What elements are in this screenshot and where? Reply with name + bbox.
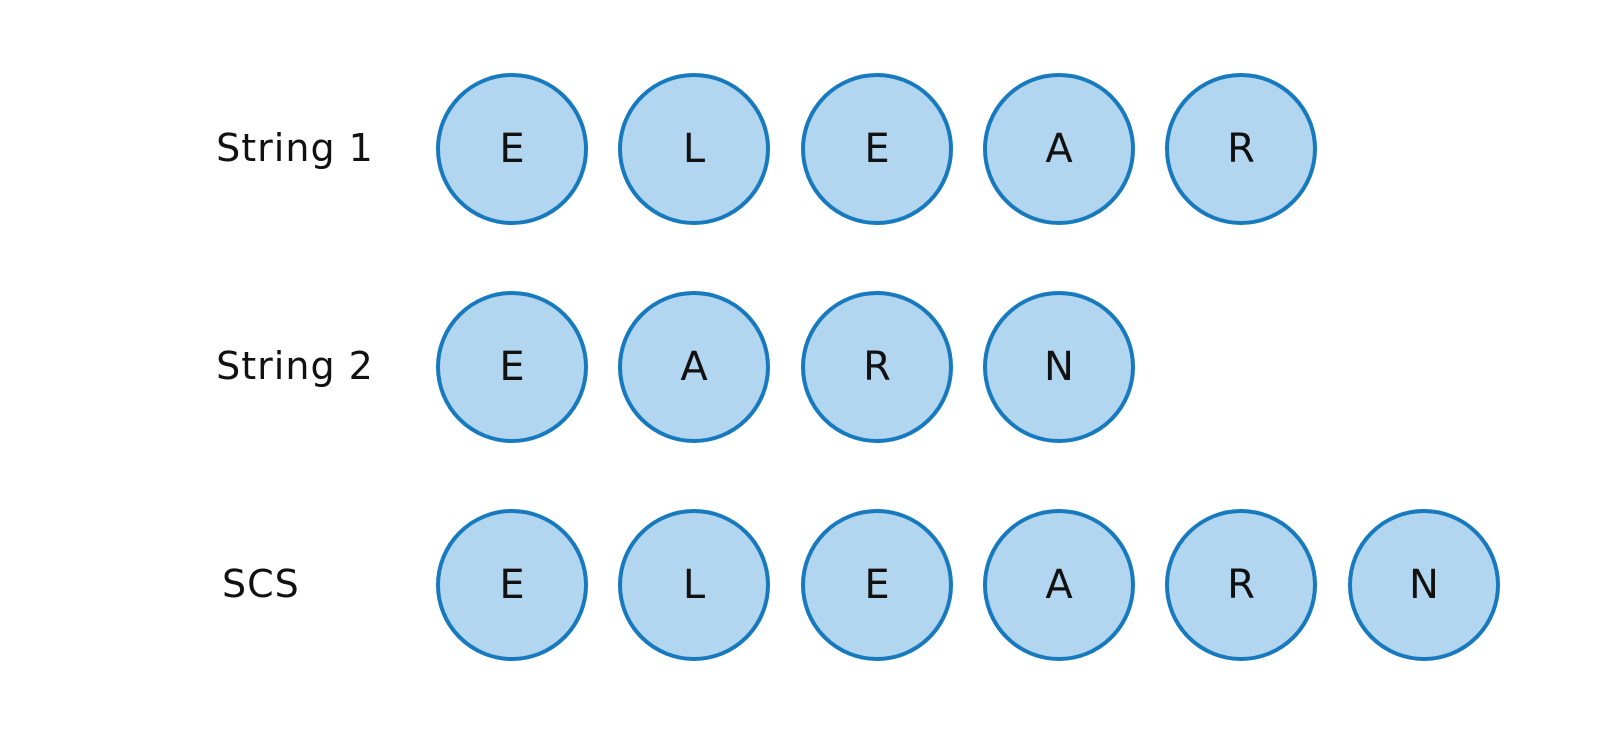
scs-char-circle: E bbox=[801, 509, 953, 661]
scs-label: SCS bbox=[222, 562, 300, 606]
string-2-char-circle: A bbox=[618, 291, 770, 443]
string-1-char-circle: E bbox=[436, 73, 588, 225]
scs-char-circle: N bbox=[1348, 509, 1500, 661]
string-1-char-circle: E bbox=[801, 73, 953, 225]
scs-char-circle: R bbox=[1165, 509, 1317, 661]
string-1-label: String 1 bbox=[216, 126, 374, 170]
string-2-label: String 2 bbox=[216, 344, 374, 388]
string-1-char-circle: R bbox=[1165, 73, 1317, 225]
string-2-char-circle: E bbox=[436, 291, 588, 443]
string-2-char-circle: R bbox=[801, 291, 953, 443]
string-2-row: String 2 E A R N bbox=[0, 291, 1613, 443]
scs-row: SCS E L E A R N bbox=[0, 509, 1613, 661]
scs-char-circle: A bbox=[983, 509, 1135, 661]
scs-char-circle: E bbox=[436, 509, 588, 661]
string-2-char-circle: N bbox=[983, 291, 1135, 443]
string-1-row: String 1 E L E A R bbox=[0, 73, 1613, 225]
scs-char-circle: L bbox=[618, 509, 770, 661]
string-1-char-circle: A bbox=[983, 73, 1135, 225]
string-1-char-circle: L bbox=[618, 73, 770, 225]
